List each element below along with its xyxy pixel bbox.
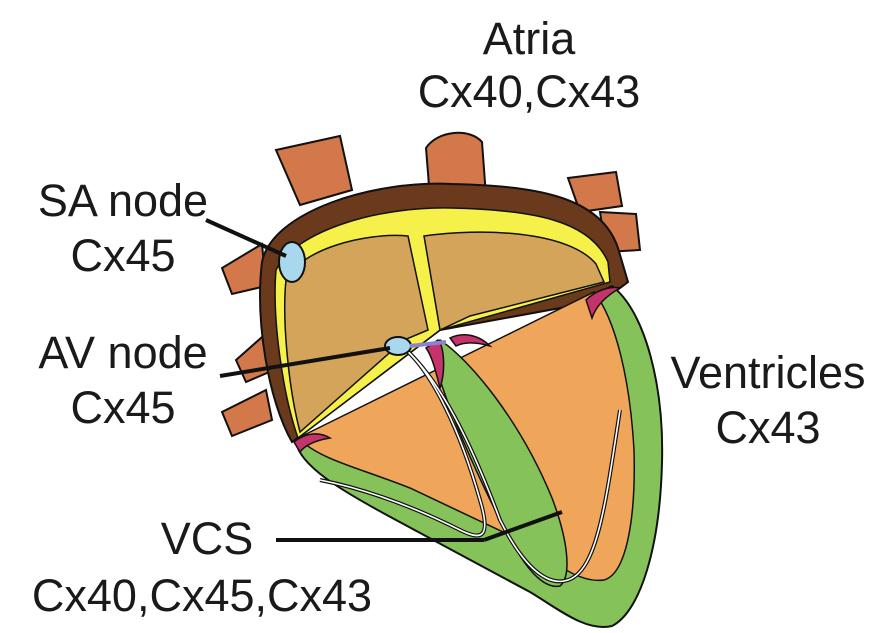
- vcs-connexins: Cx40,Cx45,Cx43: [14, 573, 390, 618]
- vcs-label: VCS Cx40,Cx45,Cx43: [14, 516, 390, 618]
- ventricles-label: Ventricles Cx43: [652, 350, 884, 450]
- atria-label: Atria Cx40,Cx43: [396, 16, 662, 114]
- sa-node-label: SA node Cx45: [14, 178, 232, 278]
- av-node: [385, 337, 411, 355]
- atria-connexins: Cx40,Cx43: [396, 69, 662, 114]
- av-node-name: AV node: [10, 330, 236, 375]
- sa-node-name: SA node: [14, 178, 232, 223]
- vcs-name: VCS: [14, 516, 390, 561]
- atria-name: Atria: [396, 16, 662, 61]
- ventricles-connexins: Cx43: [652, 405, 884, 450]
- sa-node: [279, 242, 305, 282]
- ventricles-name: Ventricles: [652, 350, 884, 395]
- av-node-label: AV node Cx45: [10, 330, 236, 430]
- sa-node-connexins: Cx45: [14, 233, 232, 278]
- av-node-connexins: Cx45: [10, 385, 236, 430]
